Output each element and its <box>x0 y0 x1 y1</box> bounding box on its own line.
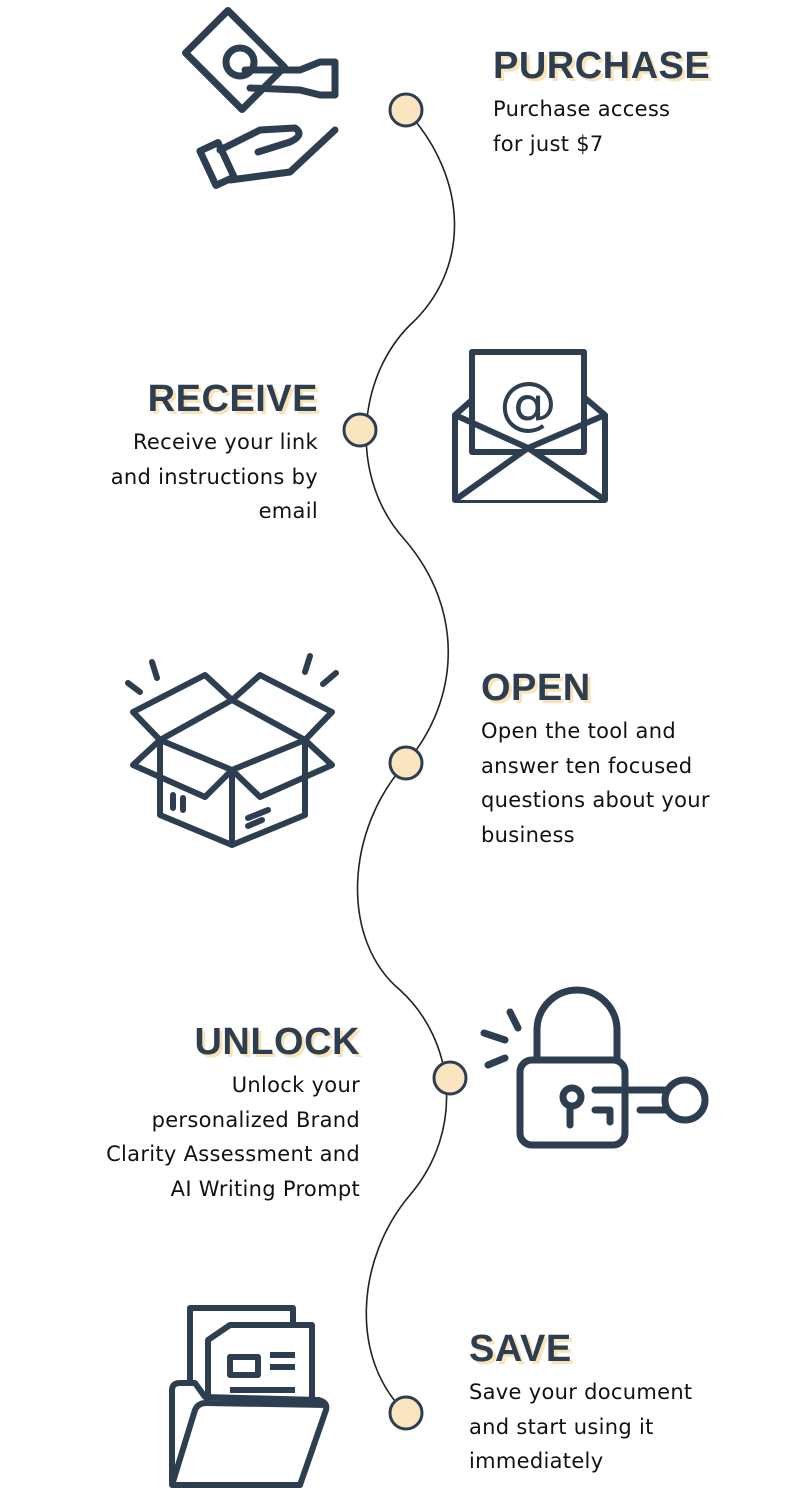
step-title: OPEN <box>481 667 591 709</box>
step-purchase: PURCHASE Purchase access for just $7 <box>493 44 710 161</box>
description-line: Open the tool and <box>481 719 676 743</box>
timeline-node-unlock <box>432 1060 468 1096</box>
step-save: SAVE Save your document and start using … <box>469 1327 692 1479</box>
step-title: PURCHASE <box>493 45 711 87</box>
timeline-node-open <box>388 745 424 781</box>
step-title: UNLOCK <box>194 1021 360 1063</box>
description-line: personalized Brand <box>151 1107 360 1132</box>
step-unlock: UNLOCK Unlock your personalized Brand Cl… <box>106 1020 360 1206</box>
email-envelope-icon: @ <box>452 349 608 503</box>
description-line: Unlock your <box>231 1073 360 1097</box>
description-line: immediately <box>469 1449 604 1473</box>
description-line: answer ten focused <box>481 753 693 778</box>
money-hand-icon <box>182 7 339 189</box>
description-line: and instructions by <box>110 464 318 489</box>
step-description: Save your document and start using it im… <box>469 1375 692 1479</box>
description-line: Receive your link <box>132 430 318 454</box>
description-line: email <box>258 499 318 523</box>
description-line: for just $7 <box>493 131 604 156</box>
step-open: OPEN Open the tool and answer ten focuse… <box>481 666 710 852</box>
step-description: Receive your link and instructions by em… <box>111 425 318 529</box>
svg-text:@: @ <box>499 369 557 437</box>
description-line: Save your document <box>469 1380 693 1404</box>
folder-document-icon <box>169 1305 330 1488</box>
timeline-node-receive <box>342 412 378 448</box>
timeline-node-purchase <box>388 92 424 128</box>
description-line: business <box>481 822 575 847</box>
description-line: and start using it <box>469 1414 654 1439</box>
unlock-key-icon <box>480 986 709 1149</box>
step-title: SAVE <box>469 1328 572 1370</box>
timeline-node-save <box>388 1395 424 1431</box>
step-description: Unlock your personalized Brand Clarity A… <box>106 1068 360 1206</box>
step-receive: RECEIVE Receive your link and instructio… <box>111 377 318 529</box>
description-line: AI Writing Prompt <box>170 1176 360 1201</box>
step-title: RECEIVE <box>147 378 318 420</box>
step-description: Open the tool and answer ten focused que… <box>481 714 710 852</box>
description-line: Clarity Assessment and <box>106 1142 360 1166</box>
open-box-icon <box>125 653 339 848</box>
description-line: questions about your <box>481 788 710 812</box>
description-line: Purchase access <box>493 97 671 121</box>
step-description: Purchase access for just $7 <box>493 92 710 161</box>
